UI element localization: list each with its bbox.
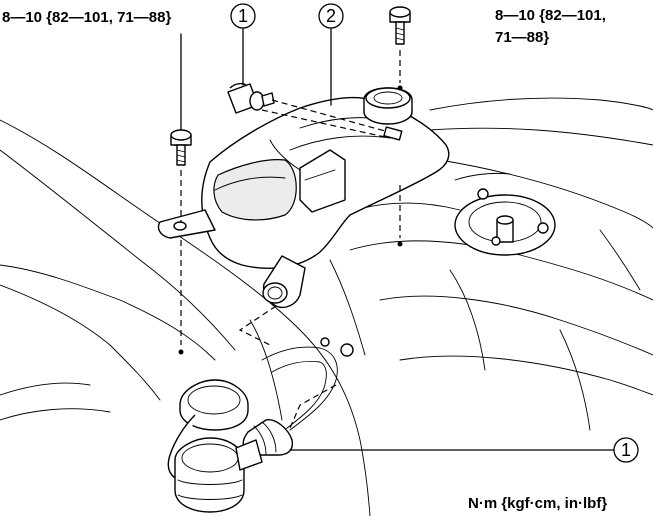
bolt-right [389,6,411,45]
coolant-reservoir [157,87,450,309]
callout-1-bottom-number: 1 [621,440,631,460]
callout-2: 2 [318,3,344,29]
hose-clip-upper [227,82,275,114]
engine-cap-assembly [454,188,556,256]
callout-1-top: 1 [230,3,256,29]
bolt-holes [178,85,403,355]
leader-lines [180,28,614,451]
callout-2-number: 2 [326,6,336,26]
torque-spec-left: 8—10 {82—101, 71—88} [2,9,171,26]
bolt-left [170,129,192,166]
callout-1-top-number: 1 [238,6,248,26]
torque-spec-right-line1: 8—10 {82—101, [495,7,606,24]
lower-hose [261,337,354,433]
hose-clamp-lower [235,419,294,471]
assembly-guide-lines [180,50,401,429]
callout-1-bottom: 1 [613,437,639,463]
engine-bay-outline [0,97,653,516]
units-note: N·m {kgf·cm, in·lbf} [468,495,607,512]
filler-caps [167,379,249,513]
torque-spec-right-line2: 71—88} [495,29,549,46]
